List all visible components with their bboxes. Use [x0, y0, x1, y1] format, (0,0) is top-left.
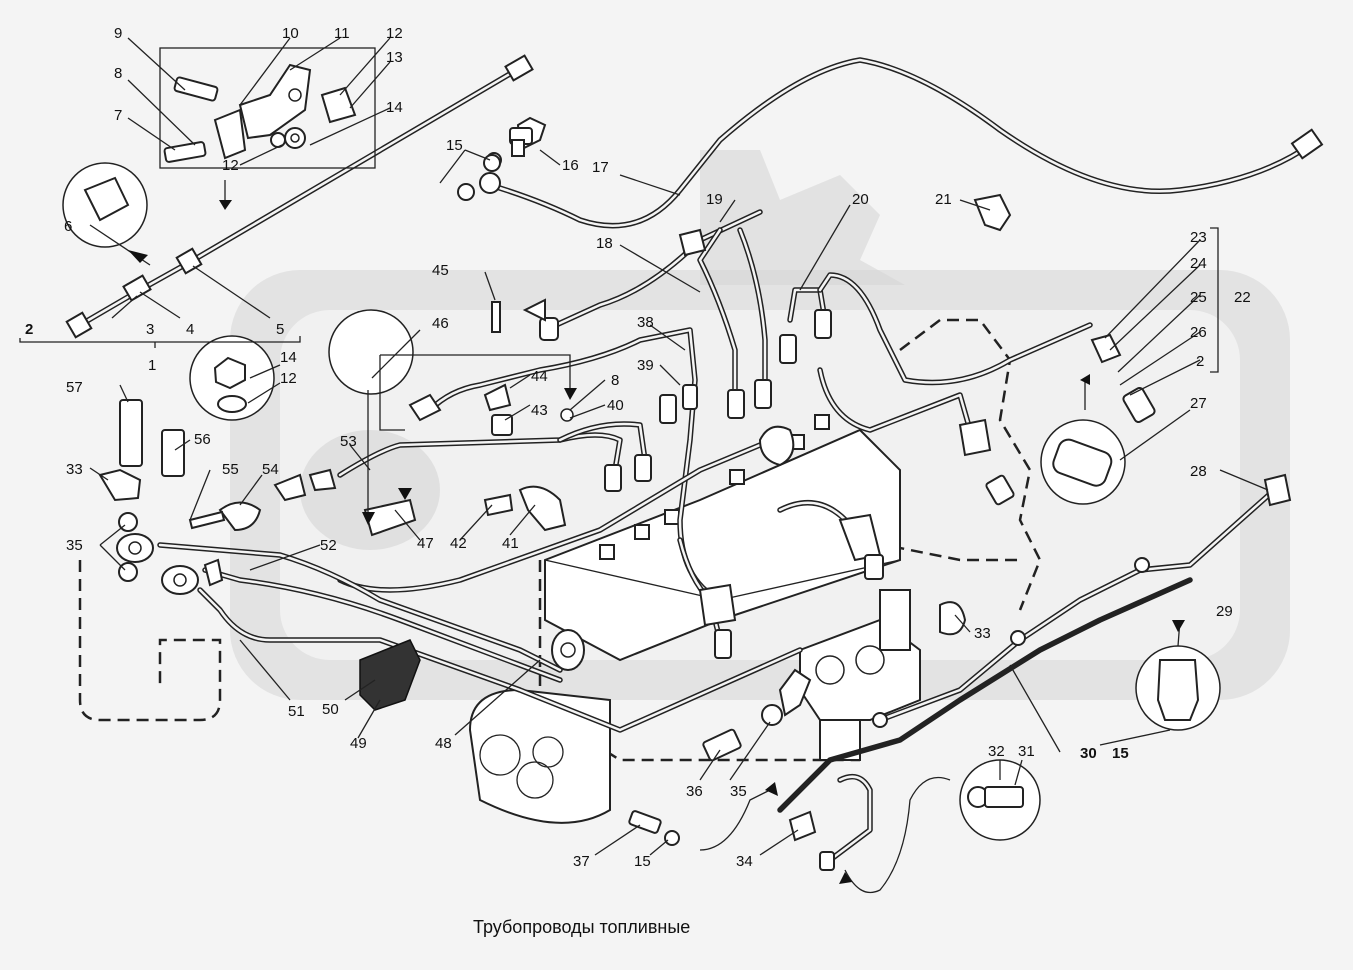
callout-11: 11	[334, 25, 350, 42]
callout-8: 8	[114, 65, 122, 82]
callout-33-right: 33	[974, 625, 991, 642]
detail-views	[62, 162, 1221, 841]
callout-29: 29	[1216, 603, 1233, 620]
callout-43: 43	[531, 402, 548, 419]
arrowheads	[128, 200, 1185, 884]
callout-7: 7	[114, 107, 122, 124]
callout-44: 44	[531, 368, 548, 385]
callout-33-left: 33	[66, 461, 83, 478]
callout-26: 26	[1190, 324, 1207, 341]
callout-46: 46	[432, 315, 449, 332]
callout-42: 42	[450, 535, 467, 552]
callout-23: 23	[1190, 229, 1207, 246]
callout-15-right: 15	[1112, 745, 1129, 762]
callout-48: 48	[435, 735, 452, 752]
callout-22: 22	[1234, 289, 1251, 306]
callout-27: 27	[1190, 395, 1207, 412]
callout-16: 16	[562, 157, 579, 174]
callout-40: 40	[607, 397, 624, 414]
callout-38: 38	[637, 314, 654, 331]
callout-15-top: 15	[446, 137, 463, 154]
callout-24: 24	[1190, 255, 1207, 272]
callout-47: 47	[417, 535, 434, 552]
callout-41: 41	[502, 535, 519, 552]
callout-35-bottom: 35	[730, 783, 747, 800]
callout-2-right: 2	[1196, 353, 1204, 370]
callout-21: 21	[935, 191, 952, 208]
callout-5: 5	[276, 321, 284, 338]
callout-8-mid: 8	[611, 372, 619, 389]
callout-50: 50	[322, 701, 339, 718]
callout-31: 31	[1018, 743, 1035, 760]
callout-20: 20	[852, 191, 869, 208]
callout-15-bottom: 15	[634, 853, 651, 870]
callout-57: 57	[66, 379, 83, 396]
inset-clamp-assembly	[159, 47, 376, 169]
callout-56: 56	[194, 431, 211, 448]
callout-34: 34	[736, 853, 753, 870]
callout-labels: 1 2 3 4 5 6 7 8 9 10 11 12 13 14 12 15 1…	[25, 25, 1251, 870]
fuel-pipes	[77, 57, 1313, 863]
pump-studs	[599, 414, 830, 560]
callout-14-mid: 14	[280, 349, 297, 366]
callout-10: 10	[282, 25, 299, 42]
callout-18: 18	[596, 235, 613, 252]
callout-51: 51	[288, 703, 305, 720]
callout-35-left: 35	[66, 537, 83, 554]
leader-lines	[19, 37, 1269, 894]
callout-32: 32	[988, 743, 1005, 760]
callout-55: 55	[222, 461, 239, 478]
callout-3: 3	[146, 321, 154, 338]
callout-12-mid: 12	[280, 370, 297, 387]
callout-25: 25	[1190, 289, 1207, 306]
callout-39: 39	[637, 357, 654, 374]
callout-52: 52	[320, 537, 337, 554]
callout-19: 19	[706, 191, 723, 208]
callout-37: 37	[573, 853, 590, 870]
callout-30: 30	[1080, 745, 1097, 762]
callout-28: 28	[1190, 463, 1207, 480]
callout-49: 49	[350, 735, 367, 752]
callout-13: 13	[386, 49, 403, 66]
callout-45: 45	[432, 262, 449, 279]
diagram-caption: Трубопроводы топливные	[473, 917, 690, 937]
callout-12-top: 12	[386, 25, 403, 42]
callout-17: 17	[592, 159, 609, 176]
callout-53: 53	[340, 433, 357, 450]
callout-12-bottom: 12	[222, 157, 239, 174]
callout-54: 54	[262, 461, 279, 478]
callout-1: 1	[148, 357, 156, 374]
callout-14-top: 14	[386, 99, 403, 116]
callout-9: 9	[114, 25, 122, 42]
callout-2: 2	[25, 321, 33, 338]
callout-6: 6	[64, 218, 72, 235]
callout-36: 36	[686, 783, 703, 800]
callout-4: 4	[186, 321, 194, 338]
